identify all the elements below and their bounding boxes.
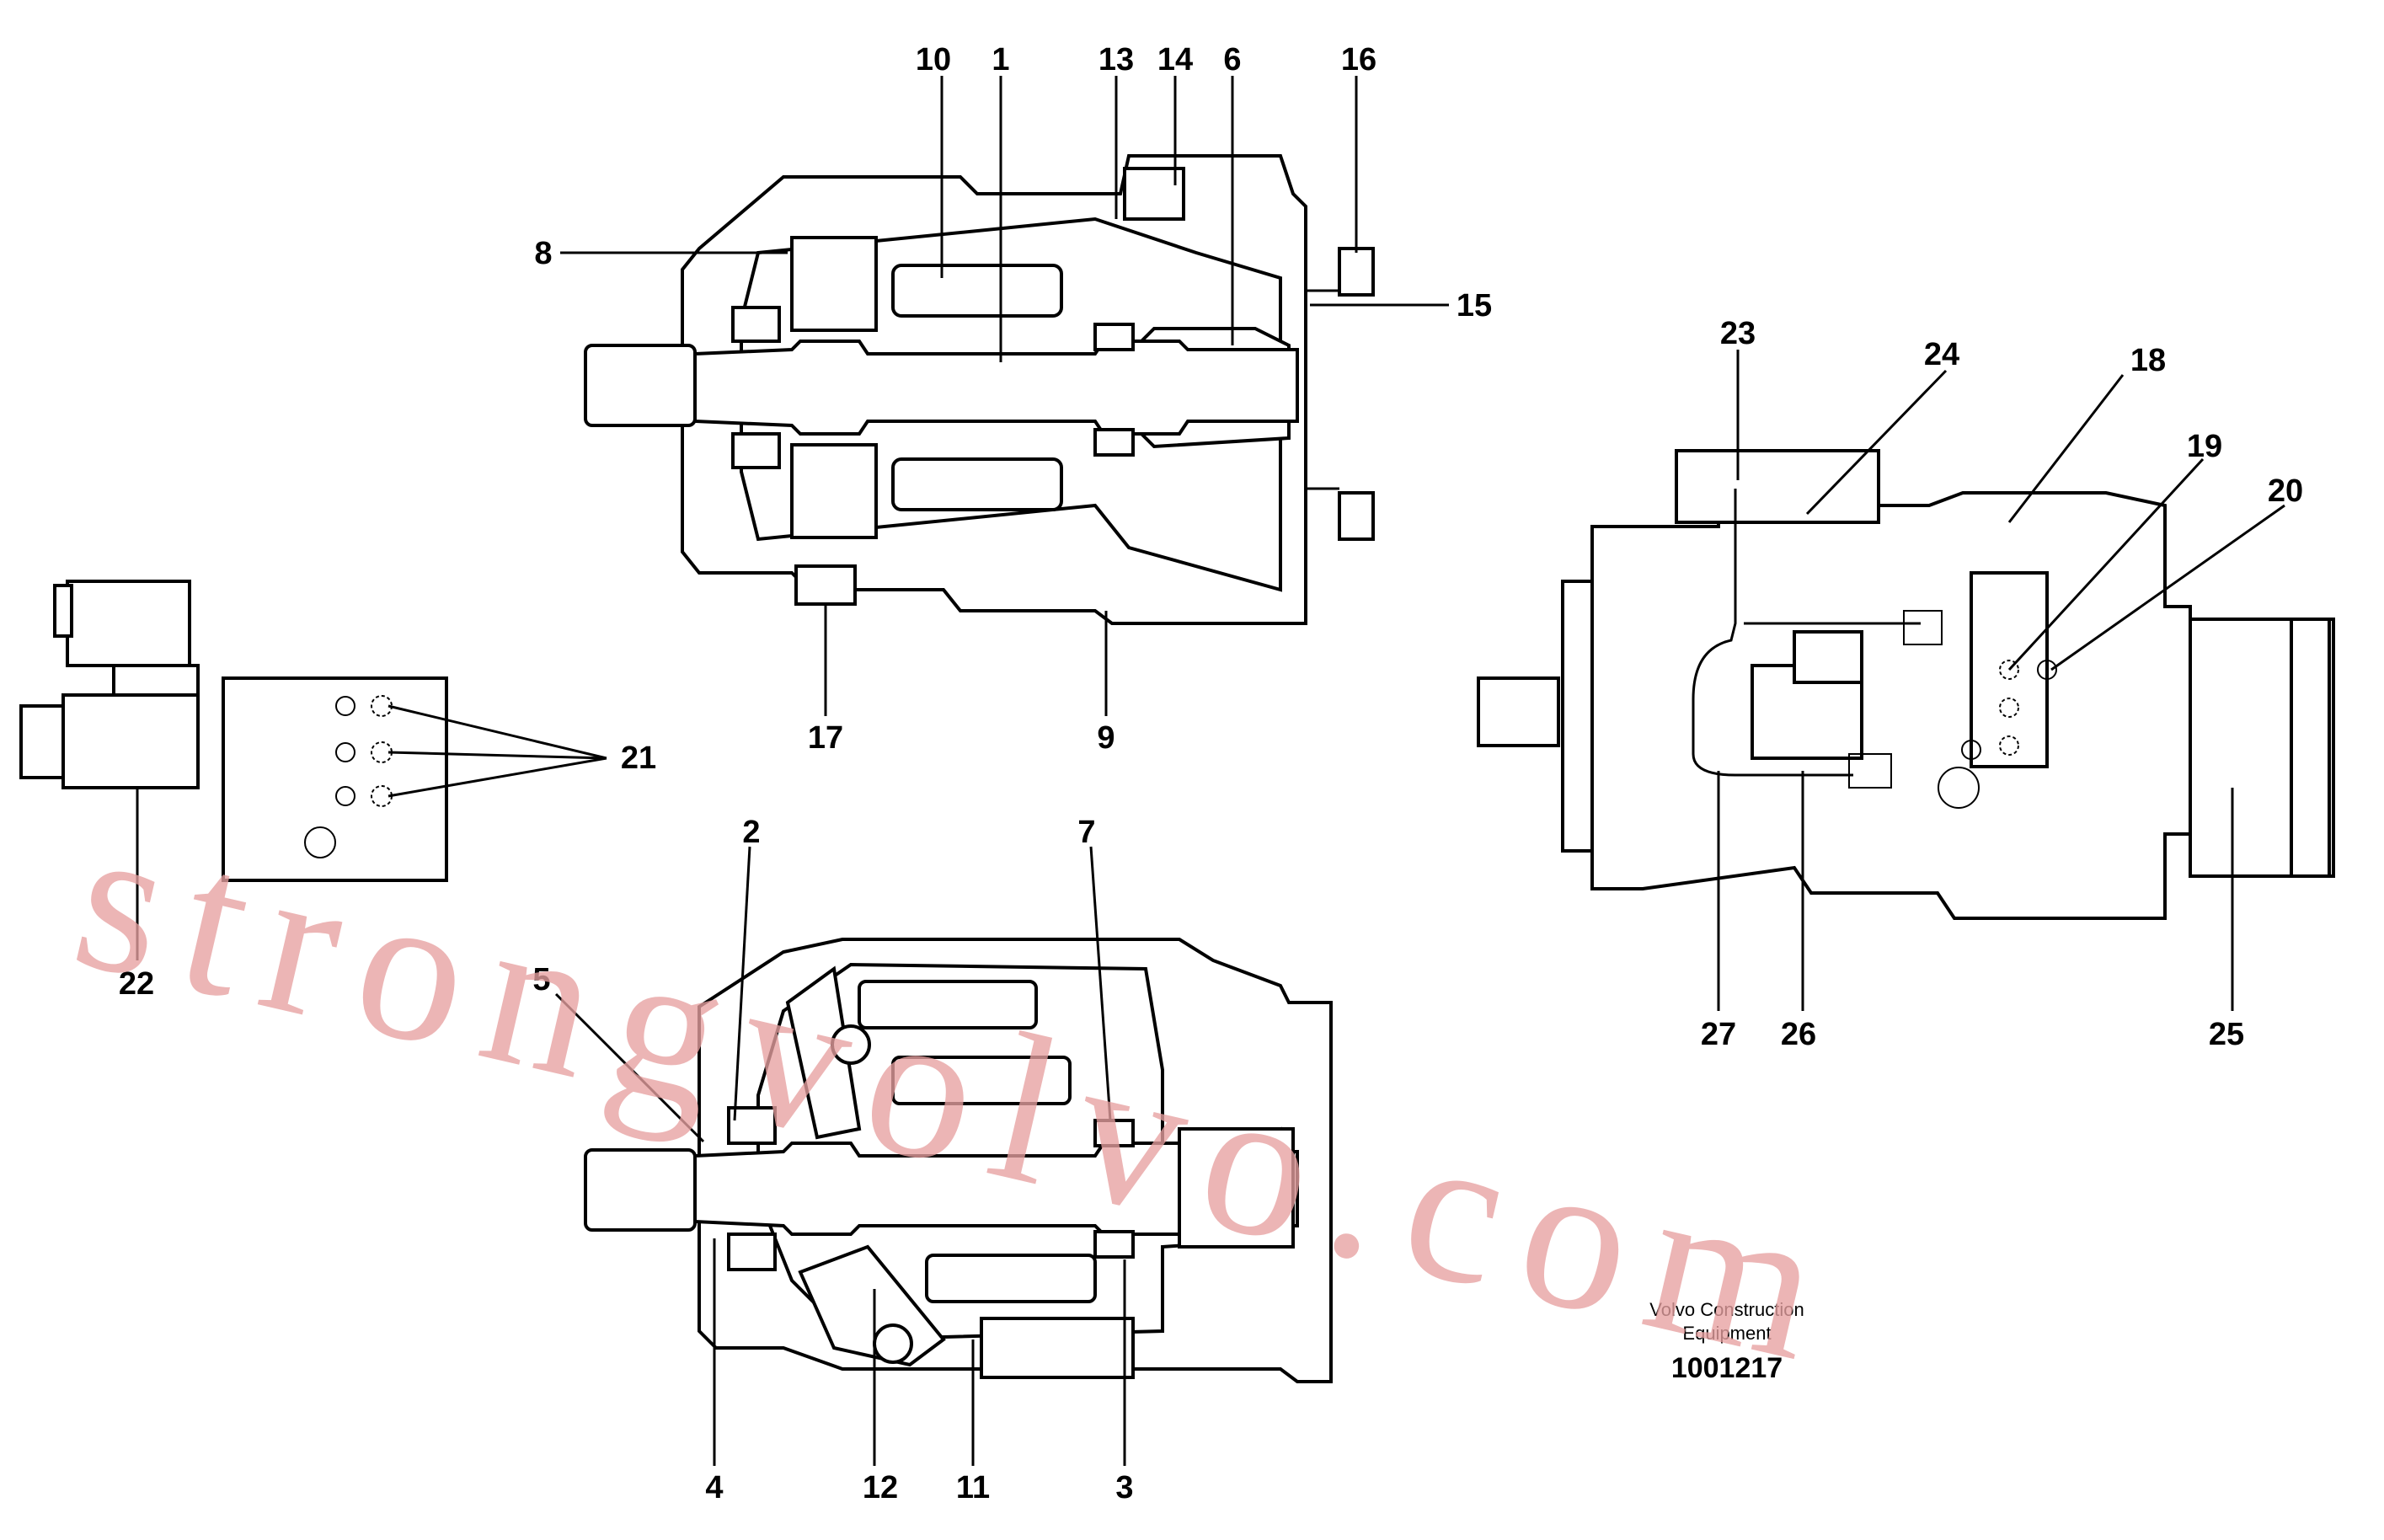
- callout-25: 25: [2209, 1017, 2244, 1052]
- solenoid-connector-cap: [53, 584, 73, 638]
- external-tube: [1692, 489, 1853, 777]
- callout-12: 12: [863, 1470, 898, 1505]
- drawing-number: 1001217: [1671, 1352, 1783, 1384]
- top-lower-piston: [790, 443, 878, 539]
- callout-15: 15: [1457, 288, 1492, 324]
- solenoid-valve-view: [19, 580, 448, 882]
- callout-9: 9: [1097, 720, 1114, 756]
- top-plug-16-upper: [1338, 247, 1375, 297]
- external-solenoid-cap: [1793, 630, 1863, 684]
- top-plug-17: [794, 564, 857, 606]
- external-rear-cap: [2290, 618, 2331, 878]
- top-inner-upper-bearing: [1093, 323, 1135, 351]
- callout-labels: 10 1 13 14 6 16 8 15 17 9 21 22 2 7 5 4 …: [119, 42, 2303, 1505]
- top-upper-cylinder: [891, 264, 1063, 318]
- callout-5: 5: [532, 962, 550, 997]
- callout-16: 16: [1341, 42, 1376, 78]
- callout-17: 17: [808, 720, 843, 756]
- bottom-lower-cylinder: [925, 1254, 1097, 1303]
- bottom-upper-cylinder-2: [891, 1056, 1072, 1105]
- solenoid-body: [61, 693, 200, 789]
- top-lower-cylinder: [891, 457, 1063, 511]
- leader-lines: [136, 76, 2285, 1466]
- top-plug-16-lower: [1338, 491, 1375, 541]
- caption-line-1: Volvo Construction: [1649, 1299, 1804, 1320]
- top-lower-bearing: [731, 432, 781, 469]
- external-shaft: [1477, 676, 1560, 747]
- valve-block-ports: [304, 695, 393, 858]
- external-top-block: [1675, 449, 1880, 524]
- bottom-upper-bearing: [727, 1106, 777, 1145]
- callout-27: 27: [1701, 1017, 1736, 1052]
- bottom-upper-cylinder-1: [858, 980, 1038, 1029]
- callout-13: 13: [1098, 42, 1134, 78]
- bottom-end-cap: [1178, 1127, 1295, 1249]
- callout-18: 18: [2130, 343, 2166, 378]
- callout-11: 11: [956, 1470, 990, 1505]
- bottom-shaft: [693, 1142, 1299, 1236]
- bottom-lower-bearing: [727, 1233, 777, 1271]
- pump-external-view: [1477, 449, 2335, 920]
- top-shaft-stub: [584, 344, 697, 427]
- callout-23: 23: [1720, 316, 1756, 351]
- bottom-inner-lower-bearing: [1093, 1230, 1135, 1259]
- bottom-upper-swash: [785, 965, 862, 1140]
- callout-10: 10: [916, 42, 951, 78]
- solenoid-nut: [19, 704, 65, 779]
- caption-line-2: Equipment: [1682, 1323, 1771, 1344]
- bottom-section-view: [584, 938, 1333, 1383]
- external-control-ports: [1938, 660, 2057, 809]
- callout-6: 6: [1223, 42, 1241, 78]
- callout-14: 14: [1157, 42, 1193, 78]
- callout-21: 21: [621, 741, 656, 776]
- bottom-inner-upper-bearing: [1093, 1119, 1135, 1147]
- callout-20: 20: [2268, 473, 2303, 509]
- top-shaft: [693, 340, 1299, 436]
- callout-26: 26: [1781, 1017, 1816, 1052]
- top-section-view: [584, 154, 1375, 625]
- drawing-caption: Volvo Construction Equipment 1001217: [1649, 1299, 1804, 1384]
- bottom-shaft-stub: [584, 1148, 697, 1232]
- callout-19: 19: [2187, 429, 2222, 464]
- callout-24: 24: [1924, 337, 1959, 372]
- top-upper-piston: [790, 236, 878, 332]
- callout-3: 3: [1115, 1470, 1133, 1505]
- top-plug-14: [1123, 167, 1185, 221]
- callout-1: 1: [992, 42, 1009, 78]
- top-inner-lower-bearing: [1093, 428, 1135, 457]
- top-upper-bearing: [731, 306, 781, 343]
- callout-22: 22: [119, 966, 154, 1002]
- solenoid-connector: [66, 580, 191, 667]
- callout-2: 2: [742, 815, 760, 850]
- callout-7: 7: [1077, 815, 1095, 850]
- callout-8: 8: [534, 236, 552, 271]
- external-front-housing: [1590, 491, 2192, 920]
- bottom-spring-block: [980, 1317, 1135, 1379]
- callout-4: 4: [705, 1470, 723, 1505]
